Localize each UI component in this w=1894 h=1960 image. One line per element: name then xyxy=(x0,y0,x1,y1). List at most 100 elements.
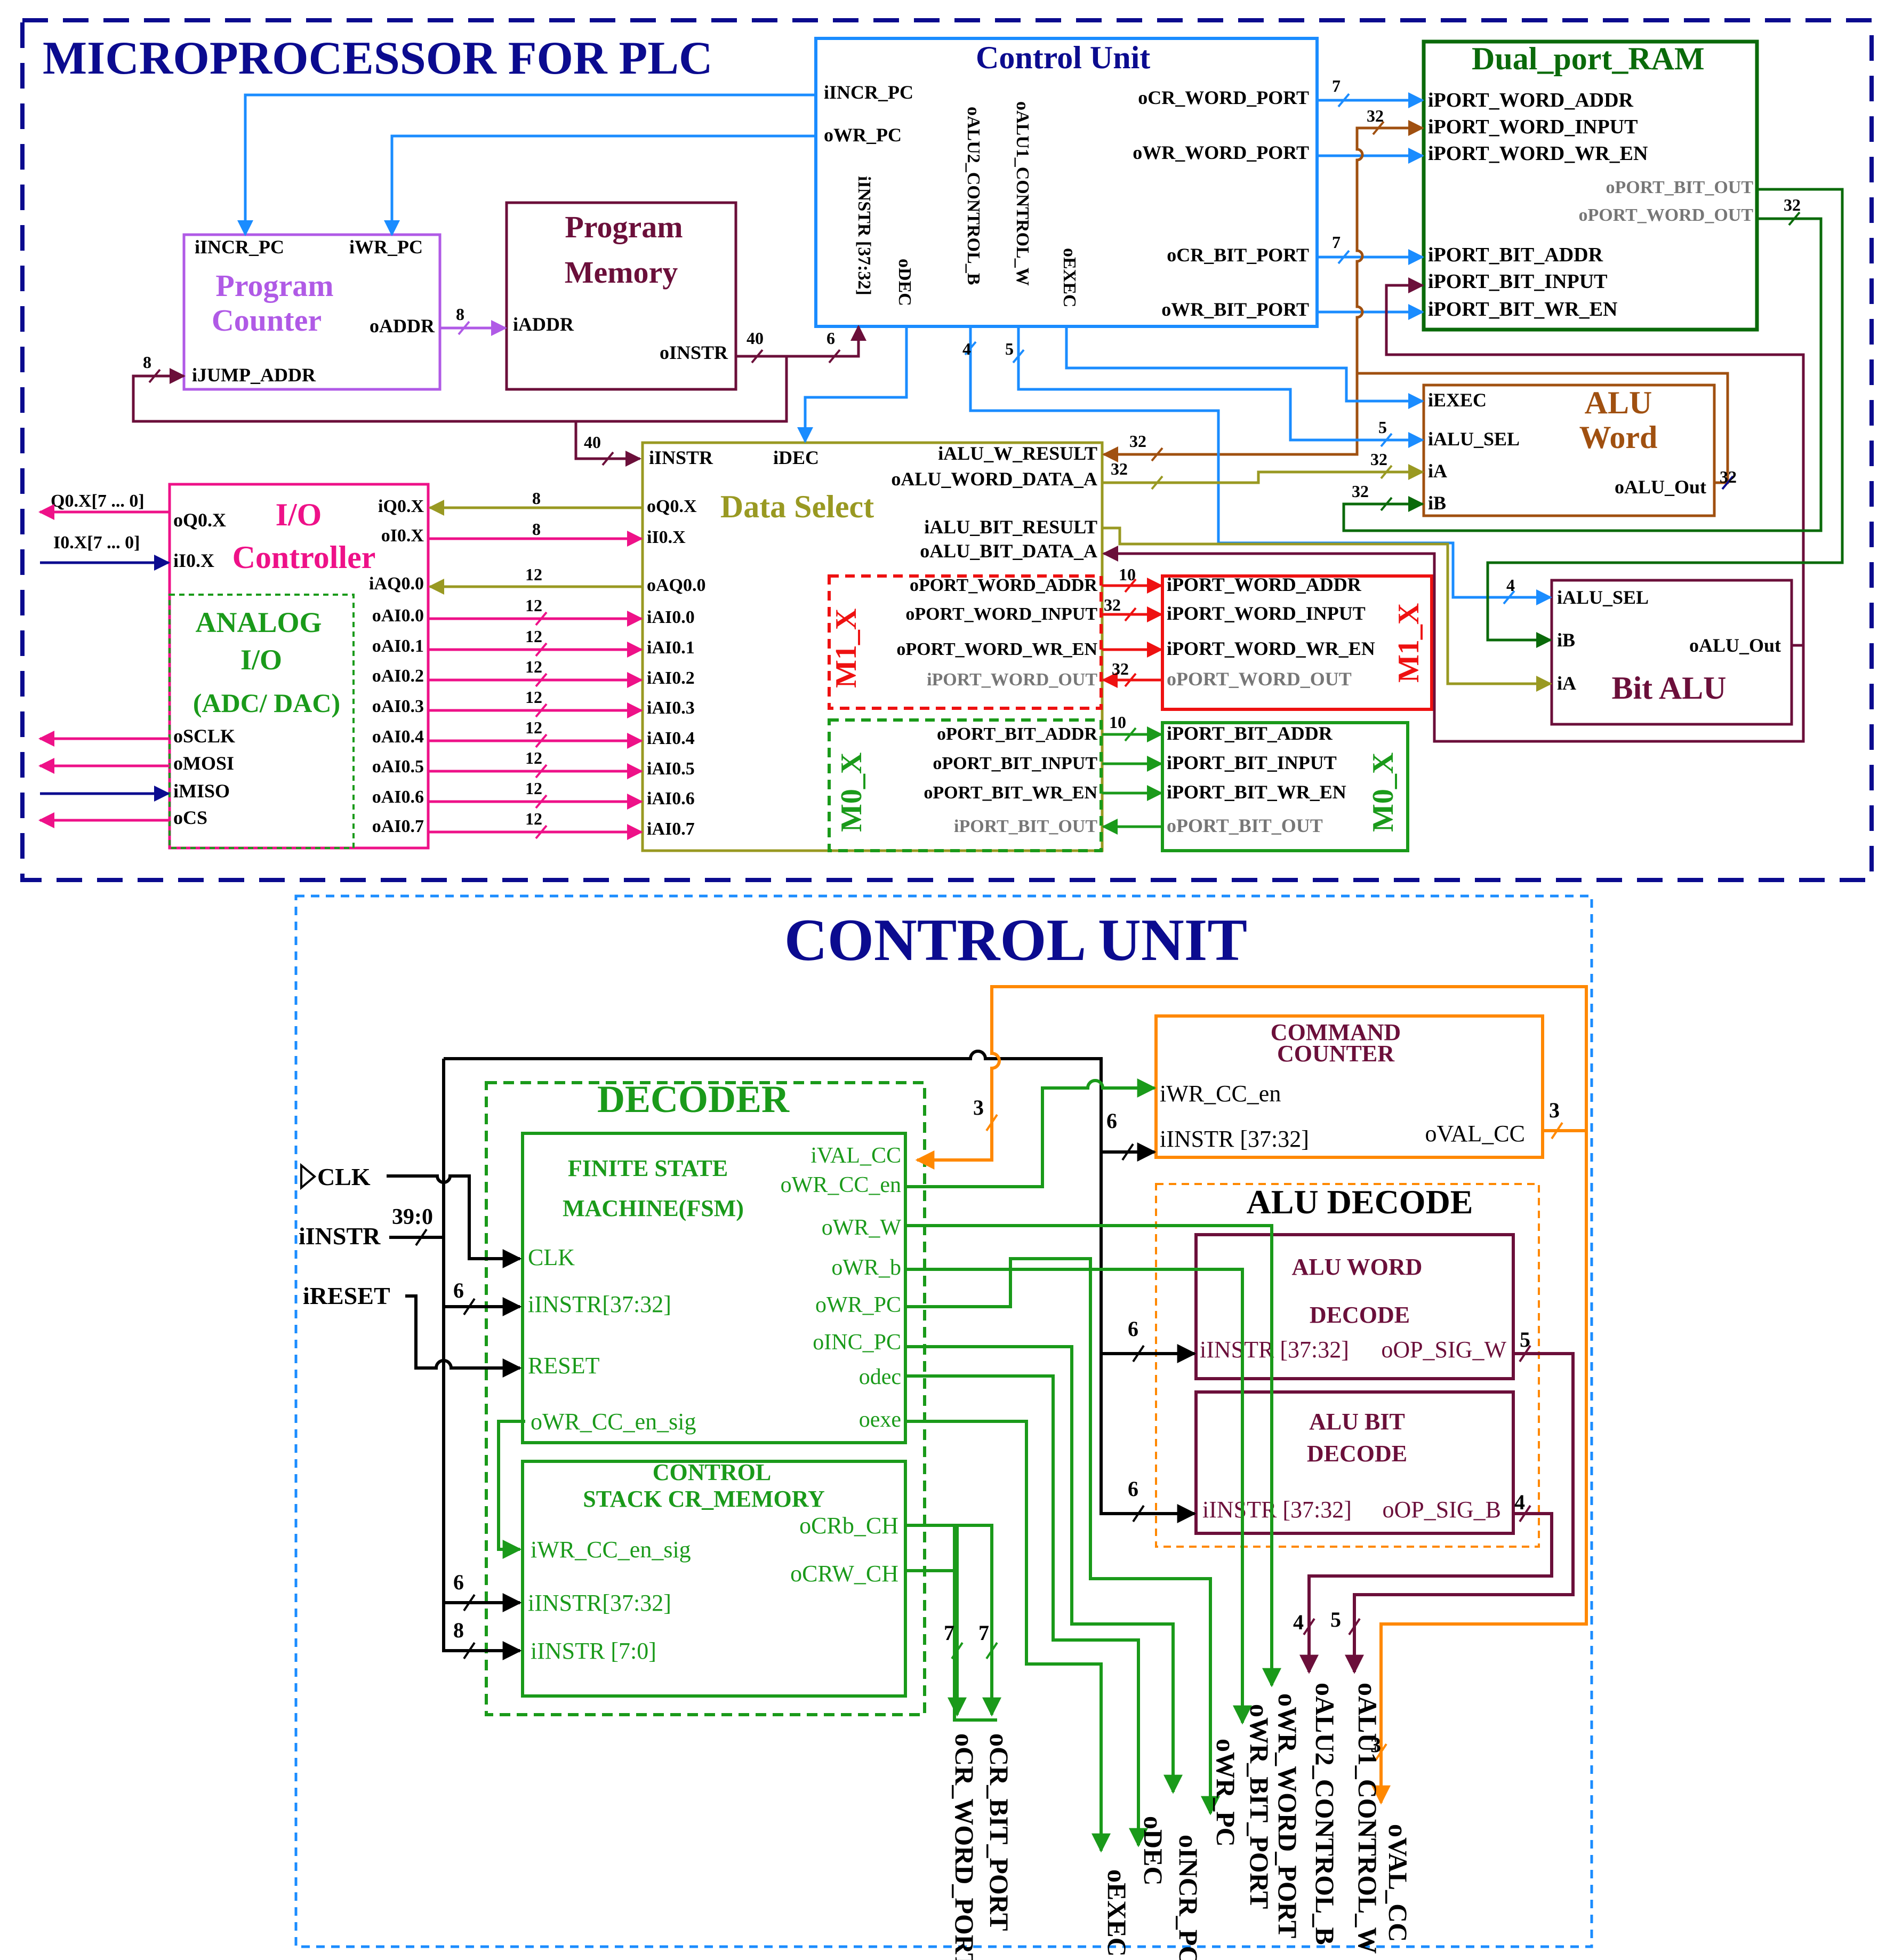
fsm-clk: CLK xyxy=(528,1244,575,1270)
ds-port-10: iAI0.7 xyxy=(647,819,695,839)
stack-iinstr-hi: iINSTR[37:32] xyxy=(528,1590,671,1616)
io-title-2: Controller xyxy=(232,540,376,575)
bw-ival-cc: 3 xyxy=(973,1095,984,1119)
out-label-3: oDEC xyxy=(1138,1816,1168,1886)
w-cr-word: 7 xyxy=(1332,76,1341,95)
bw-oval-cc: 3 xyxy=(1549,1098,1560,1122)
control-unit-title: Control Unit xyxy=(976,40,1150,75)
fsm-out-4: oWR_PC xyxy=(815,1293,901,1317)
w-ai-2: 12 xyxy=(525,657,542,676)
io-analog-2: I/O xyxy=(240,644,282,676)
bw-oop-b: 4 xyxy=(1514,1490,1525,1514)
bw-val-cc: 3 xyxy=(1370,1733,1381,1757)
alu-decode-region xyxy=(1155,1183,1540,1548)
pm-iaddr: iADDR xyxy=(513,314,574,335)
cu-owr-word-port: oWR_WORD_PORT xyxy=(1133,142,1309,163)
bottom-title: CONTROL UNIT xyxy=(784,907,1247,973)
ds-m1-port-2: oPORT_WORD_WR_EN xyxy=(896,639,1097,659)
io-q-external: Q0.X[7 ... 0] xyxy=(51,491,145,511)
dual-port-ram-block: Dual_port_RAM iPORT_WORD_ADDR iPORT_WORD… xyxy=(1422,39,1759,332)
ram-port-2: iPORT_WORD_WR_EN xyxy=(1428,142,1648,165)
ram-title: Dual_port_RAM xyxy=(1472,41,1705,76)
ram-obit-out: oPORT_BIT_OUT xyxy=(1606,178,1753,197)
ds-port-5: iAI0.2 xyxy=(647,668,695,688)
ram-port-0: iPORT_WORD_ADDR xyxy=(1428,89,1634,111)
clk-triangle-icon xyxy=(300,1163,317,1190)
top-frame xyxy=(20,18,1874,882)
ds-port-8: iAI0.5 xyxy=(647,759,695,779)
iinstr-label: iINSTR xyxy=(299,1222,381,1250)
ireset-label: iRESET xyxy=(303,1282,390,1309)
w-balu-sel: 4 xyxy=(1506,575,1515,595)
pm-oinstr: oINSTR xyxy=(660,342,728,363)
w-aluw-b: 32 xyxy=(1352,482,1369,501)
m1-port-3: oPORT_WORD_OUT xyxy=(1167,668,1352,690)
pm-title-1: Program xyxy=(565,210,683,244)
cc-iinstr: iINSTR [37:32] xyxy=(1160,1126,1309,1152)
io-controller-block: I/O Controller oQ0.X iI0.X Q0.X[7 ... 0]… xyxy=(51,483,430,850)
w-alu-w-a: 32 xyxy=(1111,459,1128,478)
w-aluw-out: 32 xyxy=(1720,467,1737,486)
aluw-ib: iB xyxy=(1428,492,1446,514)
stack-title-1: CONTROL xyxy=(653,1459,771,1485)
balu-title: Bit ALU xyxy=(1611,670,1726,706)
bw-cc-instr: 6 xyxy=(1106,1109,1117,1133)
abd-title-2: DECODE xyxy=(1307,1441,1407,1467)
awd-title-1: ALU WORD xyxy=(1292,1254,1423,1280)
bottom-frame xyxy=(294,894,1593,1948)
fsm-title-1: FINITE STATE xyxy=(568,1155,728,1181)
io-port-0: iQ0.X xyxy=(378,497,424,516)
pm-title-2: Memory xyxy=(565,255,678,290)
bw-ocr-word: 7 xyxy=(944,1621,954,1645)
pc-title-2: Counter xyxy=(212,303,322,338)
io-ocs: oCS xyxy=(173,807,207,828)
ds-ialu-bit-result: iALU_BIT_RESULT xyxy=(924,516,1097,538)
w-ai-4: 12 xyxy=(525,718,542,737)
aluw-iexec: iEXEC xyxy=(1428,389,1487,411)
fsm-right-ports: iVAL_CCoWR_CC_enoWR_WoWR_boWR_PCoINC_PCo… xyxy=(781,1143,902,1432)
w-aq: 12 xyxy=(525,565,542,584)
w-ai-3: 12 xyxy=(525,687,542,707)
w-alu2: 4 xyxy=(962,339,971,358)
w-m1-in: 32 xyxy=(1104,595,1121,614)
w-i0x: 8 xyxy=(532,519,541,539)
clk-label: CLK xyxy=(317,1163,371,1190)
ds-m-ports: oPORT_WORD_ADDRoPORT_WORD_INPUToPORT_WOR… xyxy=(896,575,1097,836)
bw-oop-w: 5 xyxy=(1520,1327,1530,1351)
fsm-out-7: oexe xyxy=(859,1407,901,1432)
ram-port-3: iPORT_BIT_ADDR xyxy=(1428,244,1603,266)
ds-iinstr: iINSTR xyxy=(649,447,713,468)
cu-owr-pc: oWR_PC xyxy=(824,124,902,146)
io-port-9: oAI0.6 xyxy=(372,787,424,807)
w-jump: 8 xyxy=(143,353,151,372)
cu-owr-bit-port: oWR_BIT_PORT xyxy=(1161,299,1309,320)
io-right-ports: iQ0.XoI0.XiAQ0.0oAI0.0oAI0.1oAI0.2oAI0.3… xyxy=(369,497,424,836)
w-q0x: 8 xyxy=(532,489,541,508)
w-instr: 40 xyxy=(747,329,764,348)
ram-port-5: iPORT_BIT_WR_EN xyxy=(1428,298,1618,321)
cc-iwr: iWR_CC_en xyxy=(1160,1081,1281,1107)
ds-oalu-word-data-a: oALU_WORD_DATA_A xyxy=(891,468,1097,490)
w-ai-0: 12 xyxy=(525,596,542,615)
cu-ocr-word-port: oCR_WORD_PORT xyxy=(1138,87,1309,108)
ds-ialu-w-result: iALU_W_RESULT xyxy=(938,443,1097,464)
alu-bit-decode-block: ALU BIT DECODE iINSTR [37:32] oOP_SIG_B xyxy=(1194,1390,1515,1535)
balu-ib: iB xyxy=(1557,629,1575,651)
w-alu-w-res: 32 xyxy=(1129,431,1146,451)
program-counter-block: iINCR_PC iWR_PC Program Counter oADDR iJ… xyxy=(182,233,442,391)
io-ii0x: iI0.X xyxy=(173,550,214,571)
out-label-1: oCR_BIT_PORT xyxy=(984,1733,1014,1931)
fsm-owr-cc-en-sig: oWR_CC_en_sig xyxy=(531,1409,696,1435)
data-select-block: iINSTR iDEC Data Select iALU_W_RESULT oA… xyxy=(641,441,1104,852)
ram-port-4: iPORT_BIT_INPUT xyxy=(1428,270,1608,293)
bw-stack-hi: 6 xyxy=(453,1570,464,1594)
abd-iinstr: iINSTR [37:32] xyxy=(1202,1497,1352,1523)
pc-iwr: iWR_PC xyxy=(349,236,423,258)
w-m1-addr: 10 xyxy=(1119,565,1136,584)
stack-iinstr-lo: iINSTR [7:0] xyxy=(531,1638,656,1664)
out-label-0: oCR_WORD_PORT xyxy=(950,1733,980,1960)
balu-out: oALU_Out xyxy=(1689,635,1781,656)
w-word-out: 32 xyxy=(1784,195,1801,214)
fsm-out-5: oINC_PC xyxy=(813,1330,901,1355)
